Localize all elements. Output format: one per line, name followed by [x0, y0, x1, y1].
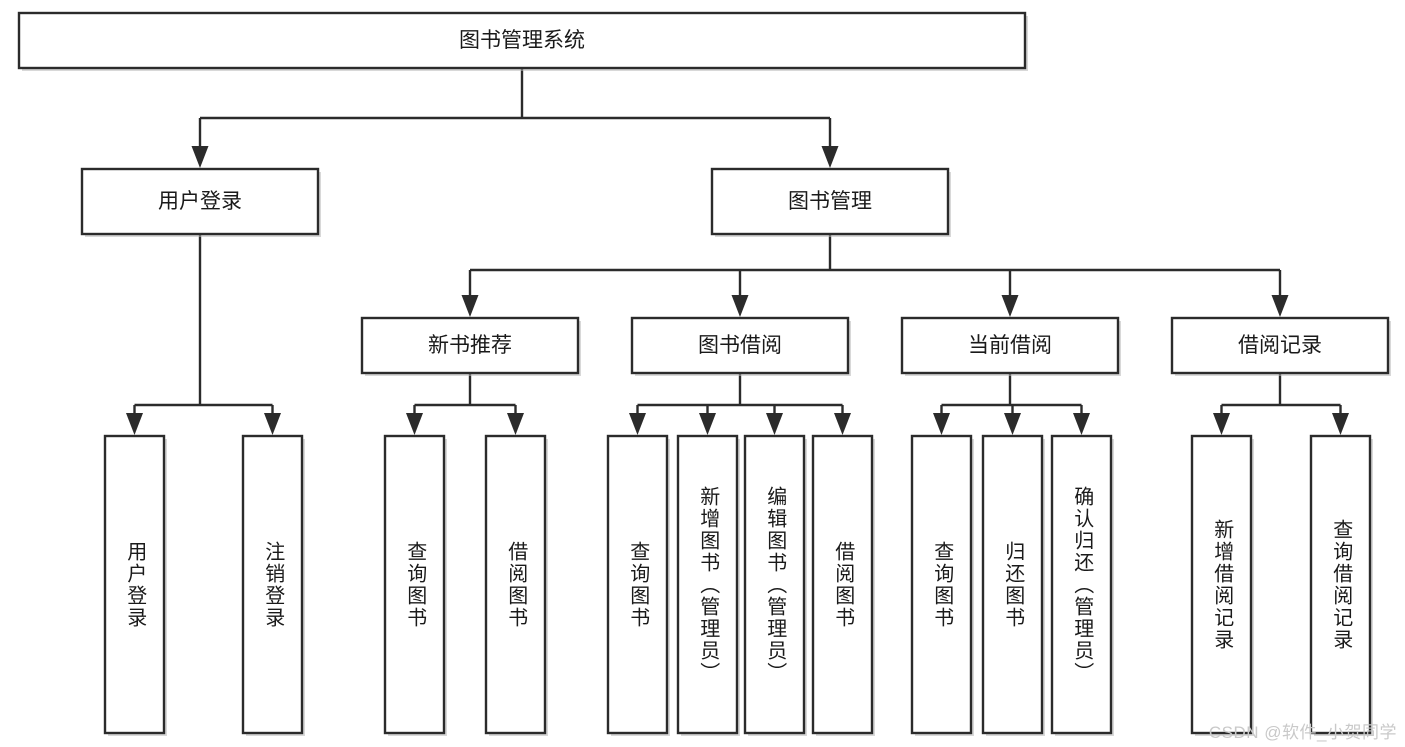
- node-label: 借阅记录: [1238, 334, 1322, 357]
- node-rect[interactable]: [484, 434, 547, 735]
- node-leaf-query-book-borrow[interactable]: [606, 434, 670, 736]
- node-rect[interactable]: [910, 434, 973, 735]
- csdn-watermark: CSDN @软件_小贺同学: [1208, 723, 1397, 742]
- node-rect[interactable]: [811, 434, 874, 735]
- node-current-borrow[interactable]: 当前借阅: [900, 316, 1121, 376]
- node-label: 图书管理: [788, 190, 872, 213]
- node-rect[interactable]: [1050, 434, 1113, 735]
- node-leaf-edit-book[interactable]: [743, 434, 807, 736]
- arrow-head-icon: [461, 295, 479, 317]
- node-rect[interactable]: [743, 434, 806, 735]
- node-rect[interactable]: [383, 434, 446, 735]
- connector-group-current-borrow: [933, 373, 1090, 435]
- arrow-head-icon: [1213, 413, 1230, 435]
- arrow-head-icon: [629, 413, 646, 435]
- node-label: 当前借阅: [968, 334, 1052, 357]
- arrow-head-icon: [834, 413, 851, 435]
- arrow-head-icon: [507, 413, 524, 435]
- arrow-head-icon: [1271, 295, 1289, 317]
- node-new-book-recommend[interactable]: 新书推荐: [360, 316, 581, 376]
- node-rect[interactable]: [1309, 434, 1372, 735]
- arrow-head-icon: [699, 413, 716, 435]
- node-leaf-query-book-rec[interactable]: [383, 434, 447, 736]
- arrow-head-icon: [1001, 295, 1019, 317]
- arrow-head-icon: [191, 146, 209, 168]
- node-leaf-query-record[interactable]: [1309, 434, 1373, 736]
- node-rect[interactable]: [676, 434, 739, 735]
- node-root[interactable]: 图书管理系统: [17, 11, 1028, 71]
- node-rect[interactable]: [981, 434, 1044, 735]
- node-label: 用户登录: [158, 190, 242, 213]
- node-rect[interactable]: [1190, 434, 1253, 735]
- connector-group-new-book-recommend: [406, 373, 524, 435]
- arrow-head-icon: [1332, 413, 1349, 435]
- node-book-borrow[interactable]: 图书借阅: [630, 316, 851, 376]
- arrow-head-icon: [406, 413, 423, 435]
- node-rect[interactable]: [900, 316, 1120, 375]
- node-leaf-add-book[interactable]: [676, 434, 740, 736]
- arrow-head-icon: [126, 413, 143, 435]
- connector-group-book-management: [461, 234, 1289, 317]
- node-leaf-return-book[interactable]: [981, 434, 1045, 736]
- node-label: 图书管理系统: [459, 29, 585, 52]
- node-leaf-borrow-book-rec[interactable]: [484, 434, 548, 736]
- node-rect[interactable]: [606, 434, 669, 735]
- node-rect[interactable]: [710, 167, 950, 236]
- connectors-layer: [126, 68, 1349, 435]
- arrow-head-icon: [766, 413, 783, 435]
- node-label: 新书推荐: [428, 334, 512, 357]
- arrow-head-icon: [933, 413, 950, 435]
- node-leaf-confirm-return[interactable]: [1050, 434, 1114, 736]
- node-rect[interactable]: [103, 434, 166, 735]
- arrow-head-icon: [264, 413, 281, 435]
- arrow-head-icon: [821, 146, 839, 168]
- node-leaf-add-record[interactable]: [1190, 434, 1254, 736]
- arrow-head-icon: [1004, 413, 1021, 435]
- connector-group-book-borrow: [629, 373, 851, 435]
- node-rect[interactable]: [360, 316, 580, 375]
- node-rect[interactable]: [630, 316, 850, 375]
- arrow-head-icon: [1073, 413, 1090, 435]
- node-leaf-logout[interactable]: [241, 434, 305, 736]
- node-rect[interactable]: [17, 11, 1027, 70]
- node-label: 图书借阅: [698, 334, 782, 357]
- node-leaf-borrow-book[interactable]: [811, 434, 875, 736]
- arrow-head-icon: [731, 295, 749, 317]
- node-leaf-query-book-cur[interactable]: [910, 434, 974, 736]
- connector-group-user-login: [126, 234, 281, 435]
- node-user-login[interactable]: 用户登录: [80, 167, 321, 237]
- node-rect[interactable]: [80, 167, 320, 236]
- node-rect[interactable]: [1170, 316, 1390, 375]
- connector-group-root: [191, 68, 839, 168]
- connector-group-borrow-record: [1213, 373, 1349, 435]
- node-leaf-user-login[interactable]: [103, 434, 167, 736]
- node-rect[interactable]: [241, 434, 304, 735]
- node-book-management[interactable]: 图书管理: [710, 167, 951, 237]
- node-borrow-record[interactable]: 借阅记录: [1170, 316, 1391, 376]
